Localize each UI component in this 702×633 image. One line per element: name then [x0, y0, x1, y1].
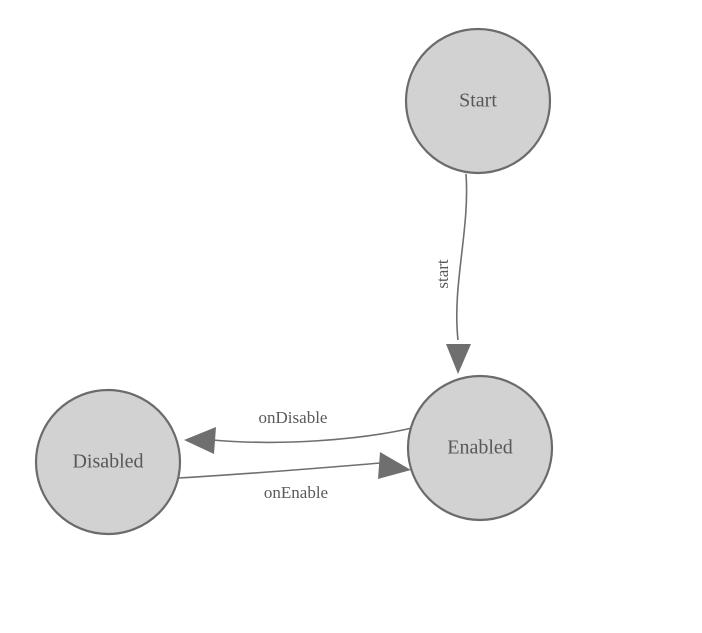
edge-label-start: start	[433, 259, 452, 289]
edge-enabled-to-disabled-arrowhead	[184, 427, 216, 454]
edge-disabled-to-enabled[interactable]: onEnable	[177, 452, 411, 502]
node-disabled-circle	[34, 388, 182, 536]
edge-disabled-to-enabled-arrowhead	[378, 452, 411, 479]
node-enabled-label: Enabled	[447, 437, 513, 459]
node-start-label: Start	[459, 90, 497, 112]
edge-disabled-to-enabled-path	[177, 462, 382, 479]
node-enabled-circle	[406, 374, 554, 522]
edge-start-to-enabled-path	[455, 173, 468, 341]
node-disabled[interactable]: Disabled	[34, 388, 182, 536]
edge-start-to-enabled[interactable]: start	[433, 173, 471, 374]
edge-label-ondisable: onDisable	[259, 408, 328, 427]
node-start-circle	[404, 27, 552, 175]
edge-start-to-enabled-arrowhead	[446, 344, 471, 374]
edge-enabled-to-disabled[interactable]: onDisable	[184, 408, 413, 454]
edge-label-onenable: onEnable	[264, 483, 328, 502]
node-start[interactable]: Start	[404, 27, 552, 175]
node-enabled[interactable]: Enabled	[406, 374, 554, 522]
node-disabled-label: Disabled	[72, 451, 143, 473]
edge-enabled-to-disabled-path	[212, 427, 413, 444]
